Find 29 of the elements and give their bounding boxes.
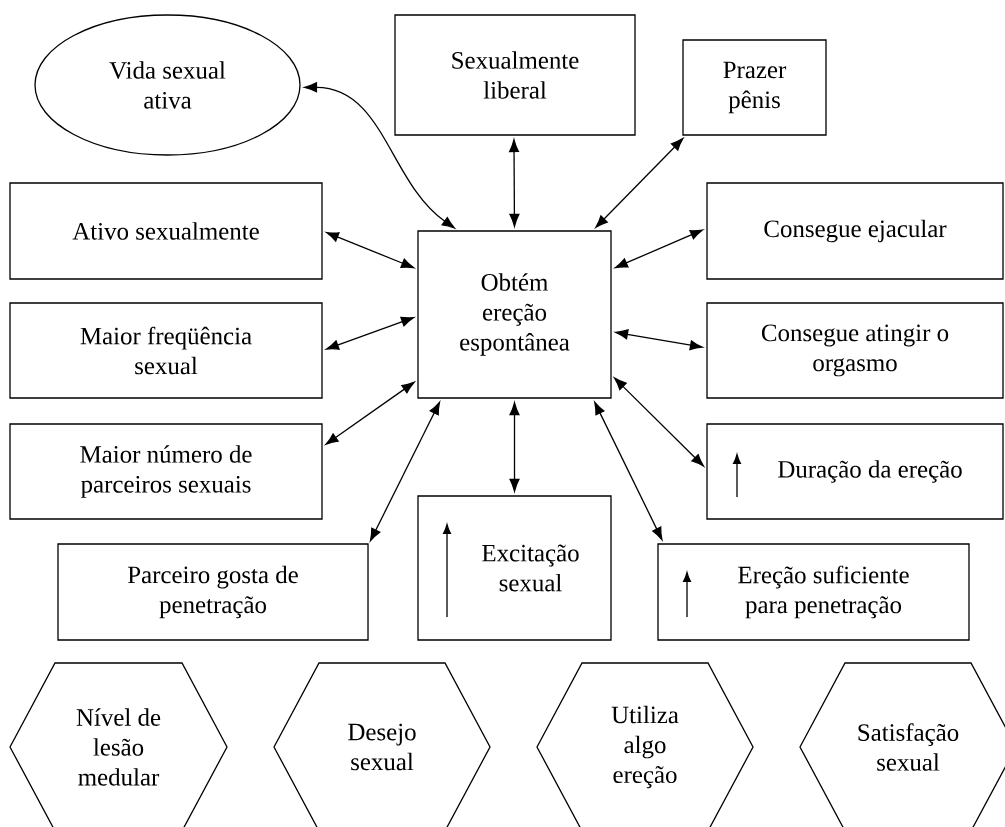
arrow bbox=[325, 381, 415, 445]
arrow bbox=[304, 82, 455, 229]
arrow bbox=[325, 231, 415, 269]
hexagon-node: Satisfação sexual bbox=[799, 662, 1005, 827]
text-box: Consegue atingir o orgasmo bbox=[706, 302, 1004, 399]
arrow bbox=[369, 401, 441, 542]
text-box: Consegue ejacular bbox=[706, 182, 1004, 280]
arrow bbox=[615, 329, 703, 351]
arrow bbox=[614, 377, 704, 467]
text-box: Ativo sexualmente bbox=[9, 182, 323, 280]
hexagon-node: Desejo sexual bbox=[273, 662, 491, 827]
arrow bbox=[594, 401, 663, 541]
arrow bbox=[614, 229, 704, 269]
text-box: Duração da ereção bbox=[706, 423, 1004, 520]
arrow bbox=[509, 139, 520, 227]
text-box: Sexualmente liberal bbox=[394, 14, 636, 136]
text-box: Excitação sexual bbox=[417, 495, 612, 641]
arrow bbox=[326, 316, 414, 350]
text-box: Maior número de parceiros sexuais bbox=[9, 423, 323, 520]
text-box: Parceiro gosta de penetração bbox=[57, 543, 369, 641]
hexagon-node: Nível de lesão medular bbox=[9, 662, 228, 827]
arrow bbox=[595, 138, 684, 228]
text-box: Maior freqüência sexual bbox=[9, 302, 323, 399]
hexagon-node: Utiliza algo ereção bbox=[536, 662, 754, 827]
text-box: Obtém ereção espontânea bbox=[417, 230, 612, 399]
text-box: Ereção suficiente para penetração bbox=[657, 543, 970, 641]
arrow bbox=[509, 402, 520, 492]
text-box: Prazer pênis bbox=[682, 39, 827, 136]
ellipse-node: Vida sexual ativa bbox=[34, 14, 301, 156]
